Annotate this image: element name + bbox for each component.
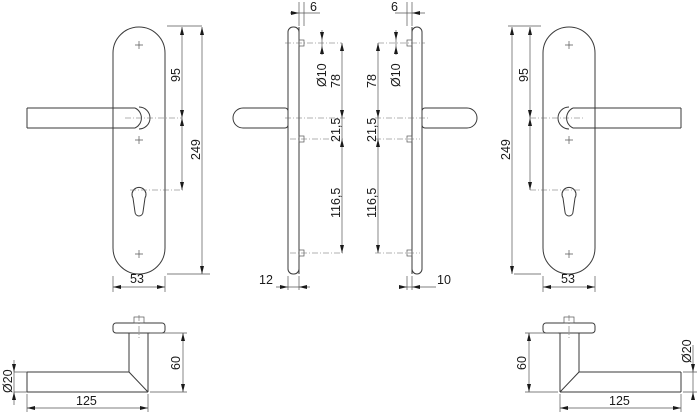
dim-projection: 60 xyxy=(169,356,183,370)
dim-screw-to-bottom: 116,5 xyxy=(365,188,379,218)
lever-body xyxy=(26,333,149,393)
dim-total-height: 249 xyxy=(189,139,203,160)
dim-top-offset: 6 xyxy=(391,0,398,14)
dim-handle-to-top: 95 xyxy=(517,68,531,82)
dim-plate-thickness: 10 xyxy=(437,273,451,287)
screw-marks xyxy=(135,41,143,258)
dim-handle-to-top: 95 xyxy=(169,68,183,82)
dim-handle-to-screw: 21,5 xyxy=(329,118,343,142)
side-view-right: 6 Ø10 78 21,5 116,5 10 xyxy=(365,0,478,290)
dim-plate-width: 53 xyxy=(130,272,144,286)
lever-side xyxy=(232,107,289,129)
dim-handle-to-screw: 21,5 xyxy=(365,118,379,142)
dim-projection: 60 xyxy=(515,356,529,370)
dim-screw-to-bottom: 116,5 xyxy=(329,188,343,218)
lever-side xyxy=(421,107,478,129)
front-view-left: 95 249 53 xyxy=(26,25,210,292)
plate-side xyxy=(287,26,300,275)
dim-plate-width: 53 xyxy=(561,272,575,286)
lever-top-view-right: 60 Ø20 125 xyxy=(515,315,697,412)
side-view-left: 6 Ø10 78 21,5 116,5 12 xyxy=(232,0,345,290)
keyhole-icon xyxy=(131,186,147,217)
dim-plate-thickness: 12 xyxy=(259,273,273,287)
dim-lever-length: 125 xyxy=(609,394,630,408)
escutcheon-plate xyxy=(112,26,166,275)
dim-lever-diameter: Ø20 xyxy=(1,369,15,393)
lever-body xyxy=(559,333,682,393)
lever-handle xyxy=(573,107,682,129)
keyhole-icon xyxy=(561,186,577,217)
dim-lever-length: 125 xyxy=(76,394,97,408)
dim-hole-diameter: Ø10 xyxy=(389,63,403,87)
dim-top-offset: 6 xyxy=(310,0,317,14)
lever-top-view-left: 60 Ø20 125 xyxy=(1,315,187,412)
dim-top-to-handle: 78 xyxy=(329,74,343,88)
lever-handle xyxy=(26,107,135,129)
dim-lever-diameter: Ø20 xyxy=(680,339,694,363)
dim-hole-diameter: Ø10 xyxy=(315,63,329,87)
dim-top-to-handle: 78 xyxy=(365,74,379,88)
dim-total-height: 249 xyxy=(499,139,513,160)
plate-side xyxy=(411,26,423,275)
escutcheon-plate xyxy=(542,26,596,275)
front-view-right: 95 249 53 xyxy=(499,25,682,292)
